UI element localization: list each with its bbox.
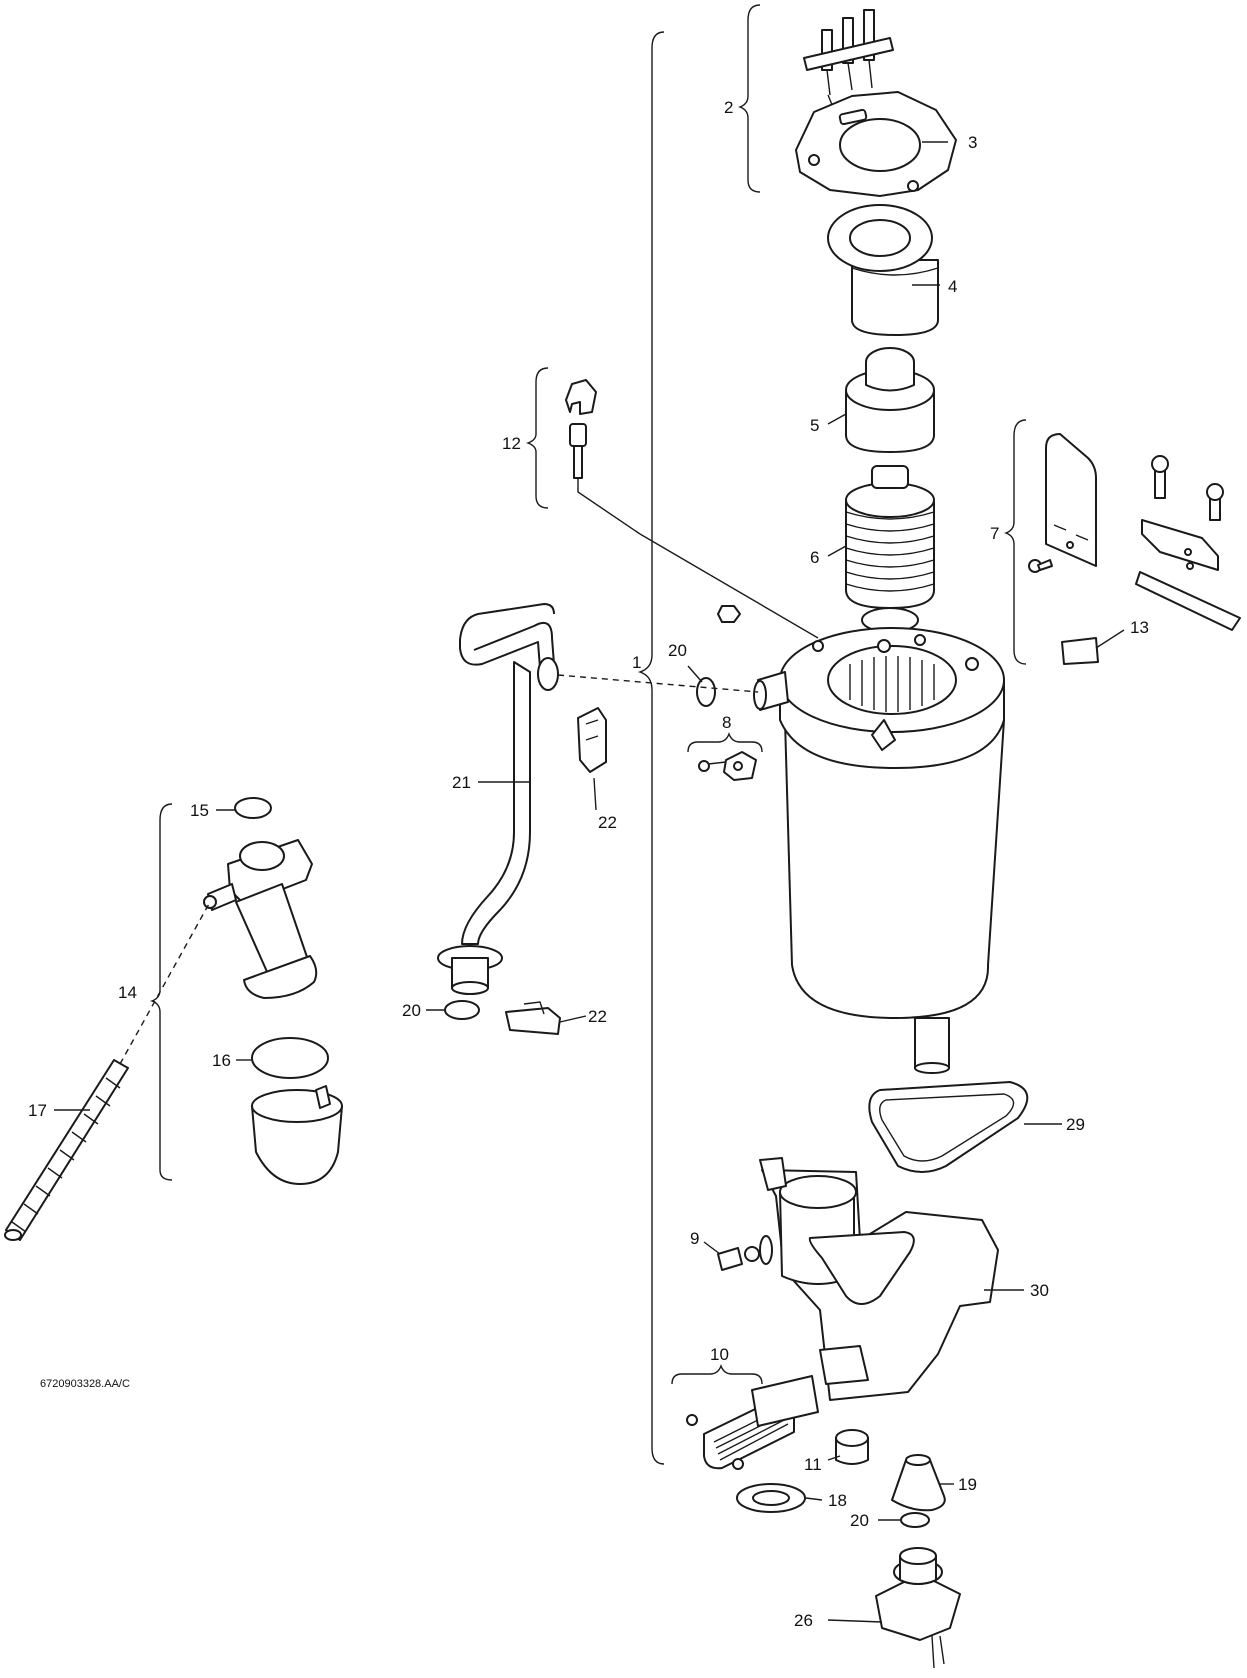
callout-26: 26 <box>794 1611 813 1630</box>
callout-22-lower: 22 <box>588 1007 607 1026</box>
callout-14: 14 <box>118 983 137 1002</box>
bracket-part-7 <box>1004 419 1027 665</box>
callout-17: 17 <box>28 1101 47 1120</box>
leader-5 <box>827 413 847 425</box>
rod-alignment-line <box>119 901 211 1065</box>
callout-20-lower: 20 <box>850 1511 869 1530</box>
callout-3: 3 <box>968 133 977 152</box>
leader-9 <box>703 1241 721 1255</box>
insert-part-5 <box>845 347 935 453</box>
callout-12: 12 <box>502 434 521 453</box>
temperature-sensor-part-12 <box>565 379 597 479</box>
callout-5: 5 <box>810 416 819 435</box>
tank-housing <box>753 627 1005 1074</box>
leader-12 <box>639 533 819 639</box>
trap-cup-part-16 <box>251 1085 343 1185</box>
callout-6: 6 <box>810 548 819 567</box>
leader-20a <box>687 665 703 683</box>
callout-15: 15 <box>190 801 209 820</box>
bracket-part-8 <box>687 732 763 753</box>
sensor-kit-part-8 <box>698 605 757 781</box>
callout-11: 11 <box>804 1455 822 1474</box>
o-ring-part-20-middle <box>444 1000 480 1020</box>
condensate-trap-part-14 <box>203 839 318 999</box>
clip-part-22-upper <box>577 707 607 773</box>
callout-1: 1 <box>632 653 641 672</box>
service-cover-kit-part-7 <box>1028 433 1241 631</box>
leader-6 <box>827 545 847 557</box>
clip-part-22-lower <box>505 1001 561 1035</box>
heat-cell-part-10 <box>686 1375 819 1470</box>
pad-part-13 <box>1061 637 1099 665</box>
bracket-part-1 <box>637 31 665 1465</box>
leader-22a <box>593 777 597 811</box>
callout-8: 8 <box>722 713 731 732</box>
base-housing-part-30 <box>759 1157 999 1401</box>
callout-10: 10 <box>710 1345 729 1364</box>
callout-29: 29 <box>1066 1115 1085 1134</box>
callout-18: 18 <box>828 1491 847 1510</box>
callout-20-upper: 20 <box>668 641 687 660</box>
document-reference: 6720903328.AA/C <box>40 1378 130 1390</box>
flange-plate-part-3 <box>795 91 957 197</box>
ring-part-18 <box>736 1483 806 1513</box>
callout-4: 4 <box>948 277 957 296</box>
sensor-cable <box>577 478 641 535</box>
gasket-part-16 <box>251 1037 329 1079</box>
burner-tube-part-4 <box>827 204 939 336</box>
leader-26 <box>827 1619 883 1623</box>
bracket-part-12 <box>526 367 549 509</box>
bracket-part-14 <box>150 803 173 1181</box>
callout-30: 30 <box>1030 1281 1049 1300</box>
base-gasket-part-29 <box>868 1081 1029 1173</box>
nut-part-11 <box>835 1429 869 1465</box>
outlet-fitting-part-26 <box>875 1547 961 1669</box>
leader-22b <box>559 1015 587 1023</box>
callout-2: 2 <box>724 98 733 117</box>
threaded-rod-part-17 <box>4 1059 129 1241</box>
bracket-part-2 <box>738 4 761 193</box>
leader-13 <box>1095 629 1125 649</box>
o-ring-part-20-lower <box>900 1512 930 1528</box>
callout-16: 16 <box>212 1051 231 1070</box>
spiral-coil-part-6 <box>845 465 935 633</box>
callout-22-upper: 22 <box>598 813 617 832</box>
callout-9: 9 <box>690 1229 699 1248</box>
leader-11 <box>827 1455 841 1461</box>
callout-21: 21 <box>452 773 471 792</box>
callout-7: 7 <box>990 524 999 543</box>
leader-18 <box>805 1497 823 1501</box>
callout-13: 13 <box>1130 618 1149 637</box>
callout-20-middle: 20 <box>402 1001 421 1020</box>
ignition-electrodes-part-2 <box>803 9 894 121</box>
siphon-pipe-part-21 <box>437 603 559 995</box>
bracket-part-10 <box>671 1364 763 1385</box>
drain-plug-part-9 <box>717 1246 760 1271</box>
seal-part-15 <box>234 797 272 819</box>
callout-19: 19 <box>958 1475 977 1494</box>
o-ring-part-20-upper <box>696 677 716 707</box>
pipe-alignment-line <box>557 674 759 693</box>
funnel-part-19 <box>891 1454 946 1512</box>
